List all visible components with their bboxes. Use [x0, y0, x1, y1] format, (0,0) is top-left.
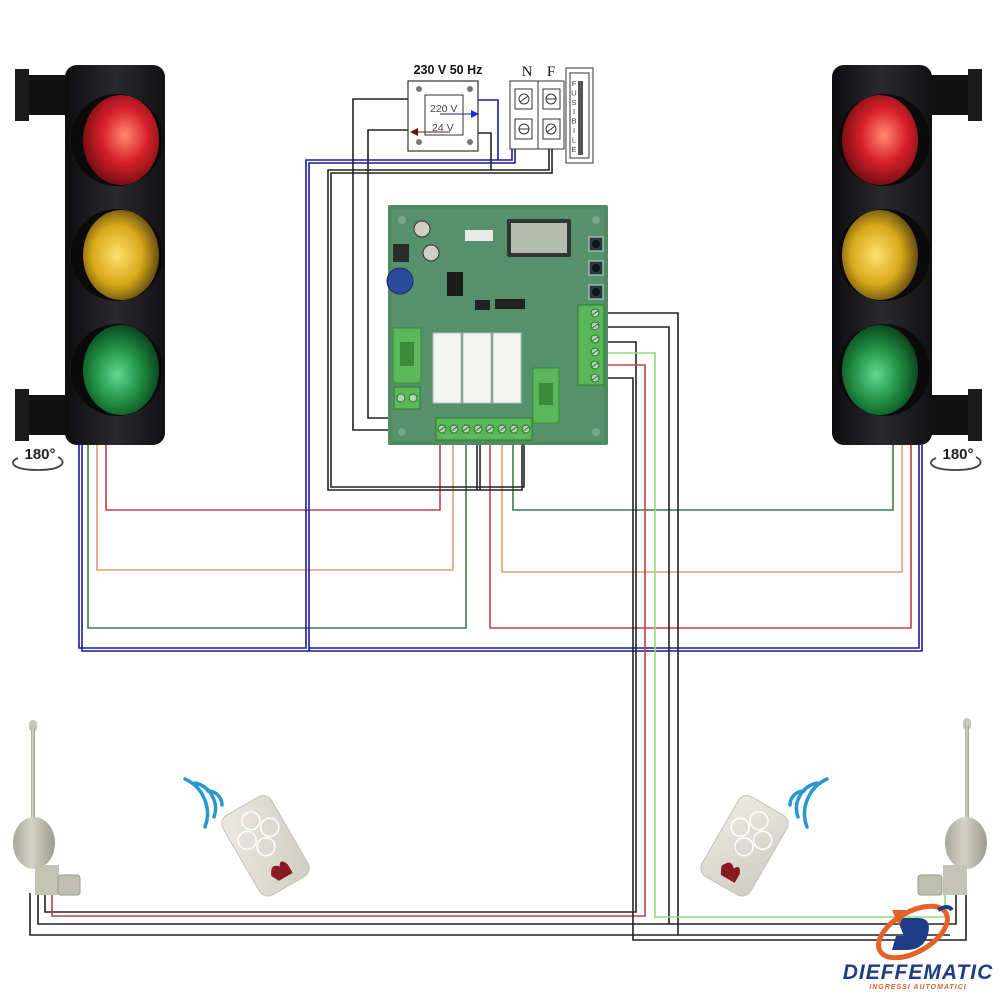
remote-button [256, 836, 276, 857]
fuse-letter: F [572, 79, 577, 88]
wire-black-loop-b [330, 148, 553, 488]
lamp-yellow [842, 210, 918, 300]
mains-terminals: N F [509, 64, 565, 150]
rotate-icon [12, 456, 64, 471]
terminal-block-right [577, 304, 605, 386]
wire-black-ant-3 [44, 341, 637, 913]
wire-black-loop-a [327, 148, 550, 491]
rotation-left: 180° [12, 446, 64, 471]
wire-blue-left-a [78, 148, 513, 649]
wire-green-right [512, 445, 894, 511]
power-label: 230 V 50 Hz [414, 63, 483, 77]
brand-logo-icon [876, 903, 954, 961]
lamp-green [842, 325, 918, 415]
fuse-letter: U [571, 88, 576, 97]
wire-blue-right-a [309, 445, 920, 649]
terminal-n-label: N [522, 64, 533, 80]
relays [432, 332, 522, 404]
terminal-block-bottom [435, 417, 533, 441]
brand-name: DIEFFEMATIC [842, 961, 994, 984]
remote-control-right [700, 795, 789, 897]
transformer-secondary-label: 24 V [432, 122, 454, 134]
remote-button [260, 817, 280, 837]
fuse-letter: B [571, 117, 576, 126]
remote-button [749, 811, 769, 831]
board-buttons [588, 236, 604, 300]
wire-black-ant-r1 [605, 377, 967, 941]
wire-blue-transformer [478, 99, 499, 160]
fuse-letter: E [571, 145, 576, 154]
wire-blue-left-b [81, 148, 516, 652]
terminal-f-label: F [547, 64, 555, 80]
transformer: 220 V 24 V [407, 80, 479, 152]
wire-black-ant-r2 [669, 893, 957, 925]
transformer-primary-label: 220 V [430, 103, 457, 115]
remote-button [753, 830, 773, 850]
control-board [386, 205, 608, 445]
wire-transformer-out [478, 132, 492, 170]
wire-transformer-primary [352, 98, 408, 431]
arrow-left-icon [410, 128, 418, 136]
rotation-right: 180° [930, 446, 982, 471]
wire-red-ant [51, 364, 646, 917]
remote-button [734, 836, 754, 857]
fuse-letter: S [571, 98, 576, 107]
rotate-icon [930, 456, 982, 471]
fuse-letter: I [573, 126, 575, 135]
remote-button [241, 811, 261, 831]
remote-logo [271, 861, 293, 881]
wire-green-left [87, 445, 467, 629]
wire-blue-right-b [309, 445, 923, 652]
brand-tagline: INGRESSI AUTOMATICI [869, 984, 967, 991]
wire-orange-left [96, 445, 454, 571]
lamp-red [842, 95, 918, 185]
traffic-light-right [832, 65, 982, 445]
signal-waves-right [788, 777, 829, 829]
power-section: 230 V 50 Hz 220 V 24 V N F [407, 63, 594, 164]
arrow-right-icon [471, 110, 479, 118]
remote-button [730, 817, 750, 837]
wire-red-right [489, 445, 912, 629]
remote-control-left [221, 795, 310, 897]
wire-red-left [105, 445, 441, 511]
antenna-right [917, 718, 987, 896]
terminal-block-power [393, 386, 421, 410]
rotation-left-label: 180° [24, 446, 55, 463]
antenna-left [13, 720, 81, 896]
signal-waves-left [183, 777, 224, 829]
lamp-green [83, 325, 159, 415]
brand: DIEFFEMATIC INGRESSI AUTOMATICI [838, 961, 998, 992]
wire-transformer-secondary [367, 129, 408, 419]
wire-orange-right [501, 445, 903, 573]
lamp-red [83, 95, 159, 185]
fuse-letter: I [573, 107, 575, 116]
rotation-right-label: 180° [942, 446, 973, 463]
remote-button [237, 830, 257, 850]
traffic-light-left [15, 65, 165, 445]
fuse-letter: L [572, 135, 576, 144]
lamp-yellow [83, 210, 159, 300]
remote-logo [720, 862, 740, 883]
